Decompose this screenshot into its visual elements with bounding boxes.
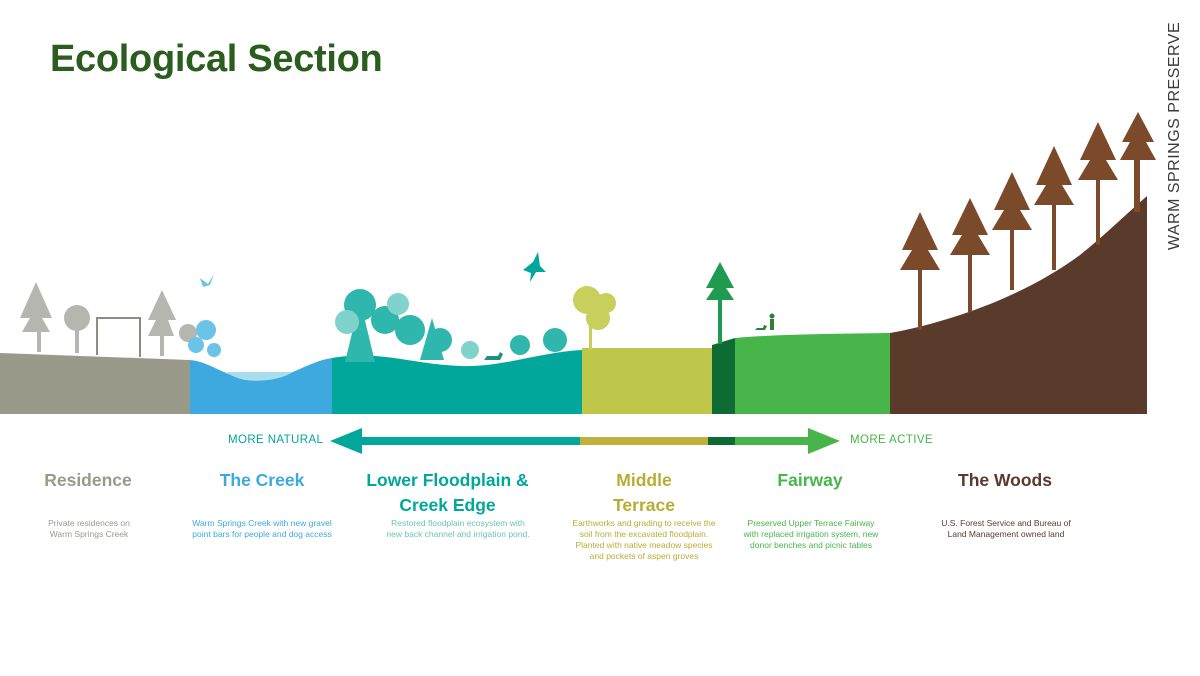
woods-trees	[900, 112, 1156, 330]
zone-desc-residence: Private residences on Warm Springs Creek	[48, 518, 130, 539]
woods-ground	[890, 196, 1147, 414]
creek-water	[226, 372, 293, 381]
arrow-segment-fairway	[735, 437, 810, 445]
gray-tree-icon	[148, 290, 176, 356]
pine-tree-icon	[1078, 122, 1118, 245]
more-natural-label: MORE NATURAL	[228, 434, 324, 446]
zone-title-creek: The Creek	[219, 470, 305, 490]
arrow-segment-floodplain	[360, 437, 580, 445]
residence-frame	[96, 317, 141, 357]
pine-tree-icon	[900, 212, 940, 330]
more-active-label: MORE ACTIVE	[850, 434, 933, 446]
arrow-head-right	[808, 428, 840, 454]
pine-tree-icon	[992, 172, 1032, 290]
creek-vegetation	[188, 320, 221, 357]
zone-desc-terrace: Earthworks and grading to receive the so…	[572, 518, 716, 561]
zone-title-woods: The Woods	[958, 470, 1052, 490]
dog-icon	[755, 325, 767, 330]
creek-ground	[190, 358, 332, 414]
zone-desc-creek: Warm Springs Creek with new gravel point…	[192, 518, 332, 539]
zone-desc-floodplain: Restored floodplain ecosystem with new b…	[386, 518, 530, 539]
zone-title-terrace: Middle Terrace	[613, 470, 675, 515]
residence-trees	[20, 282, 197, 356]
person-icon	[769, 313, 775, 330]
zone-title-residence: Residence	[44, 470, 132, 490]
residence-ground	[0, 353, 190, 414]
pine-tree-icon	[1120, 112, 1156, 212]
gray-tree-icon	[20, 282, 52, 352]
floodplain-trees-light	[335, 293, 479, 359]
fairway-trees	[706, 262, 734, 344]
ecological-section-illustration	[0, 112, 1156, 414]
zone-title-fairway: Fairway	[777, 470, 843, 490]
zone-desc-fairway: Preserved Upper Terrace Fairway with rep…	[743, 518, 879, 550]
bird-icon	[200, 274, 214, 287]
terrace-ground	[582, 348, 712, 414]
gray-tree-icon	[179, 324, 197, 342]
page-title: Ecological Section	[50, 38, 383, 80]
zone-desc-woods: U.S. Forest Service and Bureau of Land M…	[941, 518, 1071, 539]
deer-icon	[484, 352, 503, 360]
pine-tree-icon	[1034, 146, 1074, 270]
arrow-segment-fairway-dark	[708, 437, 735, 445]
arrow-segment-terrace	[580, 437, 708, 445]
terrace-trees	[573, 286, 616, 350]
floodplain-ground	[332, 350, 582, 414]
zone-title-floodplain: Lower Floodplain & Creek Edge	[366, 470, 529, 515]
fairway-ground	[735, 333, 890, 414]
gray-tree-icon	[64, 305, 90, 331]
pine-tree-icon	[950, 198, 990, 312]
hawk-icon	[523, 252, 546, 282]
natural-to-active-arrow	[330, 428, 840, 454]
arrow-head-left	[330, 428, 362, 454]
floodplain-trees	[344, 289, 567, 362]
fairway-dark-ground	[712, 338, 735, 414]
